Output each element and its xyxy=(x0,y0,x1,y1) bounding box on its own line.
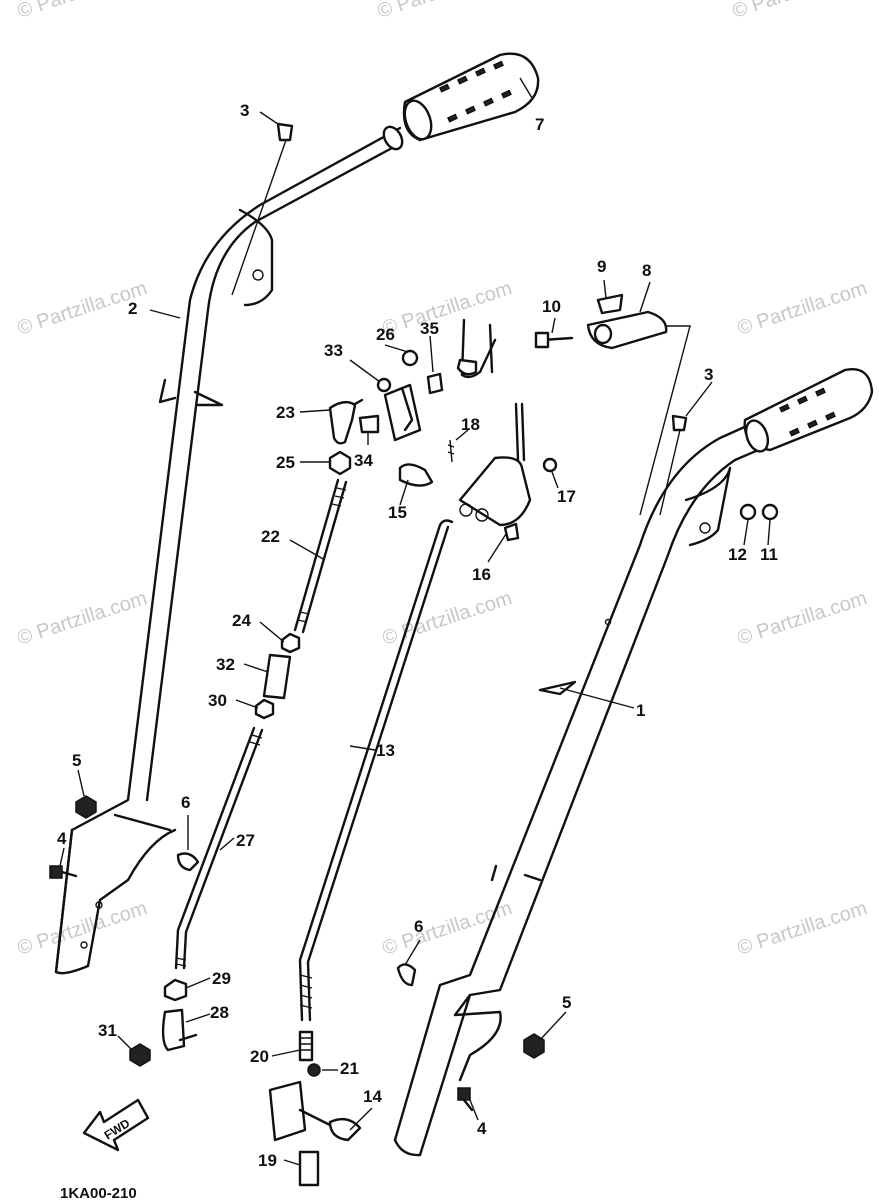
callout-6: 6 xyxy=(414,917,423,936)
callout-1: 1 xyxy=(636,701,645,720)
callout-11: 11 xyxy=(760,545,778,564)
callout-16: 16 xyxy=(472,565,491,584)
callout-6: 6 xyxy=(181,793,190,812)
callout-35: 35 xyxy=(420,319,439,338)
callout-3: 3 xyxy=(704,365,713,384)
callout-31: 31 xyxy=(98,1021,117,1040)
callout-32: 32 xyxy=(216,655,235,674)
watermark: © Partzilla.com xyxy=(730,0,865,23)
watermark: © Partzilla.com xyxy=(15,0,150,23)
callout-12: 12 xyxy=(728,545,747,564)
callout-20: 20 xyxy=(250,1047,269,1066)
watermark: © Partzilla.com xyxy=(380,587,515,650)
callout-3: 3 xyxy=(240,101,249,120)
left-grip xyxy=(402,52,540,142)
callout-5: 5 xyxy=(562,993,571,1012)
nut-24 xyxy=(280,632,301,654)
callout-28: 28 xyxy=(210,1003,229,1022)
callout-24: 24 xyxy=(232,611,251,630)
callout-13: 13 xyxy=(376,741,395,760)
screw-3-left xyxy=(231,122,294,296)
nut-29 xyxy=(163,978,188,1002)
watermark: © Partzilla.com xyxy=(375,0,510,23)
callout-4: 4 xyxy=(57,829,67,848)
nut-5-left xyxy=(75,795,97,819)
nut-30 xyxy=(254,698,275,720)
watermark: © Partzilla.com xyxy=(15,587,150,650)
callout-19: 19 xyxy=(258,1151,277,1170)
leader-lines xyxy=(59,77,771,1166)
nut-31 xyxy=(129,1043,151,1067)
callout-8: 8 xyxy=(642,261,651,280)
right-handle-bar xyxy=(393,418,772,1157)
watermark: © Partzilla.com xyxy=(380,897,515,960)
nut-5-right xyxy=(523,1033,545,1059)
callout-9: 9 xyxy=(597,257,606,276)
callout-2: 2 xyxy=(128,299,137,318)
bolt-4-right xyxy=(457,1087,474,1112)
watermark: © Partzilla.com xyxy=(735,277,870,340)
callout-30: 30 xyxy=(208,691,227,710)
left-handle-bar xyxy=(54,125,404,975)
rod-13 xyxy=(298,519,454,1022)
figure-code: 1KA00-210 xyxy=(60,1185,137,1200)
parts-20-21 xyxy=(298,1030,321,1077)
right-grip xyxy=(743,368,874,453)
bracket-14 xyxy=(268,1080,362,1142)
rod-22 xyxy=(293,478,348,634)
elbow-28-arm xyxy=(178,1033,198,1042)
callout-18: 18 xyxy=(461,415,480,434)
connector-32 xyxy=(262,653,292,700)
callout-23: 23 xyxy=(276,403,295,422)
callout-34: 34 xyxy=(354,451,373,470)
callout-17: 17 xyxy=(557,487,576,506)
lever-bracket xyxy=(534,293,691,516)
bolt-6-left xyxy=(176,852,200,872)
cable-end-fitting xyxy=(328,398,364,445)
bolt-4-left xyxy=(49,865,78,879)
washer-12 xyxy=(739,503,757,521)
callout-14: 14 xyxy=(363,1087,382,1106)
callout-33: 33 xyxy=(324,341,343,360)
fwd-arrow-icon: FWD xyxy=(82,1098,150,1152)
callout-5: 5 xyxy=(72,751,81,770)
callout-26: 26 xyxy=(376,325,395,344)
fitting-19 xyxy=(298,1150,320,1187)
callout-7: 7 xyxy=(535,115,544,134)
bolt-6-right xyxy=(396,963,417,987)
elbow-28 xyxy=(161,1008,186,1052)
rod-27 xyxy=(174,726,264,970)
callout-10: 10 xyxy=(542,297,561,316)
watermark: © Partzilla.com xyxy=(15,897,150,960)
watermark: © Partzilla.com xyxy=(735,897,870,960)
callout-27: 27 xyxy=(236,831,255,850)
callout-4: 4 xyxy=(477,1119,487,1138)
cable-bracket xyxy=(358,349,444,442)
callout-25: 25 xyxy=(276,453,295,472)
callouts: 1 2 3 3 4 4 5 5 6 6 7 8 9 10 11 12 13 14… xyxy=(57,101,778,1170)
washer-11 xyxy=(761,503,779,521)
callout-15: 15 xyxy=(388,503,407,522)
callout-21: 21 xyxy=(340,1059,359,1078)
screw-3-right xyxy=(659,414,688,516)
watermark: © Partzilla.com xyxy=(735,587,870,650)
nut-25 xyxy=(328,450,352,476)
watermarks: © Partzilla.com © Partzilla.com © Partzi… xyxy=(15,0,870,960)
clutch-lever-arm xyxy=(456,318,497,379)
callout-22: 22 xyxy=(261,527,280,546)
watermark: © Partzilla.com xyxy=(380,277,515,340)
callout-29: 29 xyxy=(212,969,231,988)
